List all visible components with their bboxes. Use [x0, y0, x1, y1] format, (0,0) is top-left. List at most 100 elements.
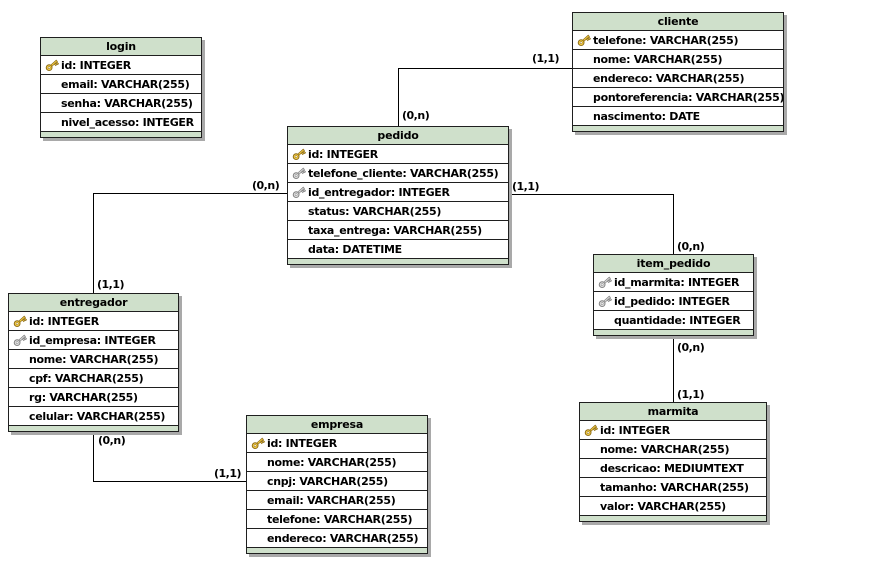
- column-label: nome: VARCHAR(255): [29, 352, 159, 366]
- table-row: endereco: VARCHAR(255): [573, 69, 783, 88]
- cardinality-label: (0,n): [98, 434, 126, 447]
- primary-key-icon: [574, 33, 593, 48]
- column-indent-spacer: [248, 531, 267, 546]
- table-row: email: VARCHAR(255): [41, 75, 201, 94]
- cardinality-label: (1,1): [214, 467, 242, 480]
- cardinality-label: (0,n): [677, 341, 705, 354]
- foreign-key-icon: [10, 333, 29, 348]
- column-label: valor: VARCHAR(255): [600, 499, 726, 513]
- table-footer: [9, 426, 178, 431]
- column-label: id: INTEGER: [61, 58, 131, 72]
- table-item_pedido[interactable]: item_pedido id_marmita: INTEGER id_pedido:…: [593, 254, 754, 336]
- table-title: login: [41, 38, 201, 56]
- table-footer: [288, 259, 508, 264]
- relationship-line-item_pedido-marmita[interactable]: [673, 336, 674, 404]
- column-label: telefone: VARCHAR(255): [593, 33, 739, 47]
- table-title: item_pedido: [594, 255, 753, 273]
- column-label: endereco: VARCHAR(255): [267, 531, 419, 545]
- column-label: id_empresa: INTEGER: [29, 333, 156, 347]
- table-row: valor: VARCHAR(255): [580, 497, 766, 516]
- table-row: id: INTEGER: [247, 434, 427, 453]
- column-label: taxa_entrega: VARCHAR(255): [308, 223, 482, 237]
- column-label: id_marmita: INTEGER: [614, 275, 740, 289]
- table-title: empresa: [247, 416, 427, 434]
- relationship-line-cliente-pedido[interactable]: [398, 68, 399, 126]
- column-indent-spacer: [574, 71, 593, 86]
- foreign-key-icon: [289, 185, 308, 200]
- column-label: quantidade: INTEGER: [614, 313, 741, 327]
- primary-key-icon: [289, 147, 308, 162]
- cardinality-label: (1,1): [677, 388, 705, 401]
- column-indent-spacer: [10, 390, 29, 405]
- column-indent-spacer: [10, 371, 29, 386]
- column-label: data: DATETIME: [308, 242, 402, 256]
- relationship-line-cliente-pedido[interactable]: [398, 68, 572, 69]
- table-row: cpf: VARCHAR(255): [9, 369, 178, 388]
- column-indent-spacer: [289, 204, 308, 219]
- relationship-line-pedido-item_pedido[interactable]: [673, 194, 674, 254]
- column-label: status: VARCHAR(255): [308, 204, 442, 218]
- table-title: pedido: [288, 127, 508, 145]
- cardinality-label: (0,n): [677, 240, 705, 253]
- table-title: cliente: [573, 13, 783, 31]
- column-label: email: VARCHAR(255): [61, 77, 190, 91]
- column-indent-spacer: [581, 499, 600, 514]
- table-row: nome: VARCHAR(255): [580, 440, 766, 459]
- column-label: telefone_cliente: VARCHAR(255): [308, 166, 499, 180]
- column-indent-spacer: [574, 90, 593, 105]
- foreign-key-icon: [289, 166, 308, 181]
- table-row: endereco: VARCHAR(255): [247, 529, 427, 548]
- primary-key-icon: [581, 423, 600, 438]
- column-indent-spacer: [581, 480, 600, 495]
- table-row: senha: VARCHAR(255): [41, 94, 201, 113]
- foreign-key-icon: [595, 275, 614, 290]
- table-login[interactable]: login id: INTEGER email: VARCHAR(255) senha…: [40, 37, 202, 138]
- table-footer: [594, 330, 753, 335]
- column-indent-spacer: [574, 109, 593, 124]
- table-row: descricao: MEDIUMTEXT: [580, 459, 766, 478]
- column-label: id_pedido: INTEGER: [614, 294, 730, 308]
- column-label: id: INTEGER: [267, 436, 337, 450]
- table-row: nivel_acesso: INTEGER: [41, 113, 201, 132]
- column-label: nivel_acesso: INTEGER: [61, 115, 194, 129]
- cardinality-label: (1,1): [532, 52, 560, 65]
- column-indent-spacer: [10, 409, 29, 424]
- column-label: id: INTEGER: [600, 423, 670, 437]
- relationship-line-pedido-item_pedido[interactable]: [508, 194, 674, 195]
- relationship-line-entregador-empresa[interactable]: [93, 432, 94, 481]
- column-label: celular: VARCHAR(255): [29, 409, 166, 423]
- table-row: telefone: VARCHAR(255): [247, 510, 427, 529]
- column-label: nome: VARCHAR(255): [600, 442, 730, 456]
- relationship-line-entregador-pedido[interactable]: [93, 193, 287, 194]
- relationship-line-entregador-empresa[interactable]: [93, 481, 246, 482]
- table-row: email: VARCHAR(255): [247, 491, 427, 510]
- table-row: quantidade: INTEGER: [594, 311, 753, 330]
- column-label: endereco: VARCHAR(255): [593, 71, 745, 85]
- column-label: telefone: VARCHAR(255): [267, 512, 413, 526]
- table-footer: [247, 548, 427, 553]
- column-label: email: VARCHAR(255): [267, 493, 396, 507]
- relationship-line-entregador-pedido[interactable]: [93, 193, 94, 293]
- table-row: id_entregador: INTEGER: [288, 183, 508, 202]
- column-label: senha: VARCHAR(255): [61, 96, 193, 110]
- cardinality-label: (0,n): [252, 179, 280, 192]
- table-row: id: INTEGER: [9, 312, 178, 331]
- table-row: tamanho: VARCHAR(255): [580, 478, 766, 497]
- table-row: nome: VARCHAR(255): [247, 453, 427, 472]
- column-indent-spacer: [248, 512, 267, 527]
- column-indent-spacer: [42, 115, 61, 130]
- column-indent-spacer: [289, 242, 308, 257]
- table-title: entregador: [9, 294, 178, 312]
- column-label: pontoreferencia: VARCHAR(255): [593, 90, 785, 104]
- primary-key-icon: [42, 58, 61, 73]
- column-indent-spacer: [581, 461, 600, 476]
- table-row: id: INTEGER: [288, 145, 508, 164]
- table-row: nome: VARCHAR(255): [9, 350, 178, 369]
- column-label: cpf: VARCHAR(255): [29, 371, 144, 385]
